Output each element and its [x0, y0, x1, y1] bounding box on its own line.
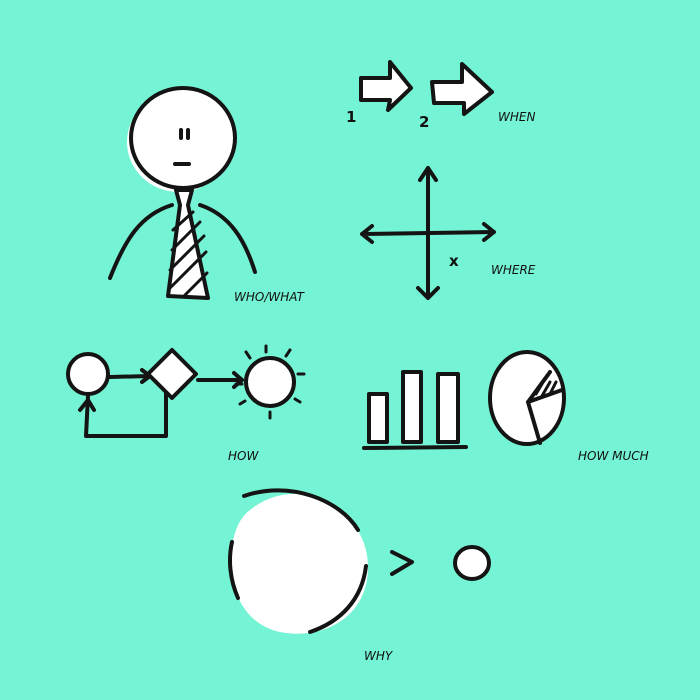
- where-label: WHERE: [491, 263, 536, 277]
- how-much-label: HOW MUCH: [578, 449, 649, 463]
- why-label: WHY: [364, 649, 394, 663]
- step-2-label: 2: [419, 113, 429, 131]
- bar-chart-icon: [362, 370, 468, 450]
- who-what-label: WHO/WHAT: [234, 290, 306, 304]
- step-1-label: 1: [346, 108, 356, 126]
- process-flow-icon: [66, 344, 306, 438]
- when-label: WHEN: [498, 110, 535, 124]
- how-label: HOW: [228, 449, 259, 463]
- arrow-right-icon: [359, 60, 494, 116]
- person-figure-icon: [108, 86, 257, 300]
- axes-cross-icon: x: [360, 166, 496, 300]
- pie-chart-icon: [488, 350, 566, 446]
- x-mark: x: [449, 252, 459, 270]
- big-vs-small-icon: [228, 488, 491, 634]
